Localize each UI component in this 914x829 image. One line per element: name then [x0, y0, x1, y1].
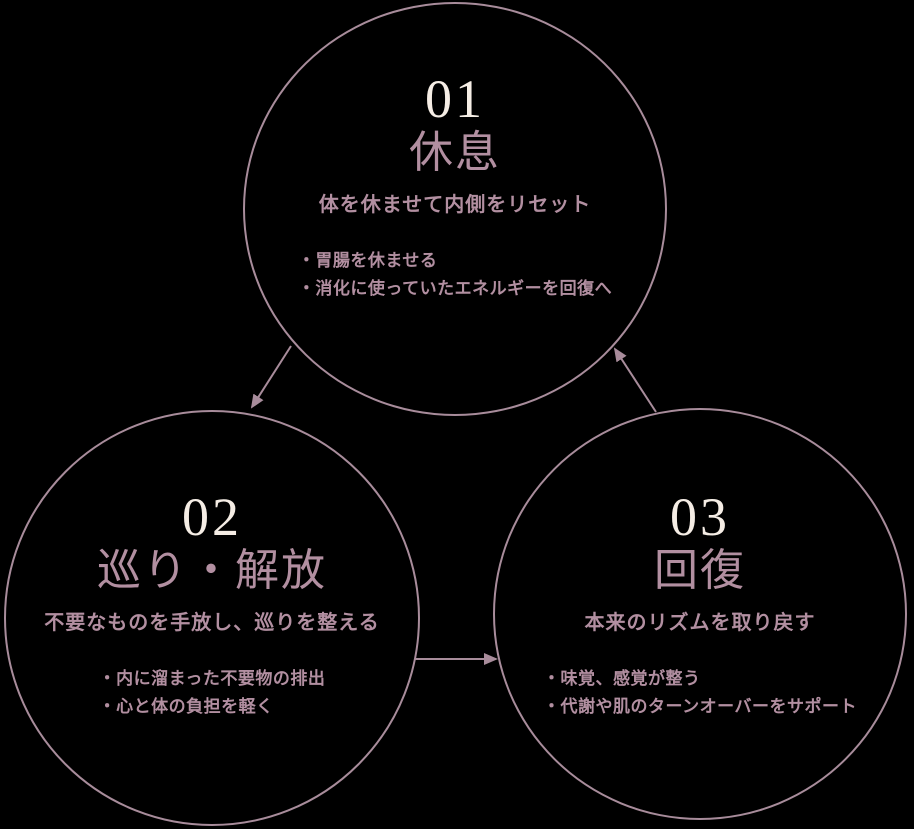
bullet-item: ・代謝や肌のターンオーバーをサポート: [543, 696, 857, 716]
step-number: 03: [670, 487, 730, 547]
step-circle-02: 02 巡り・解放 不要なものを手放し、巡りを整える ・内に溜まった不要物の排出 …: [4, 410, 420, 826]
step-subtitle: 不要なものを手放し、巡りを整える: [44, 611, 380, 634]
step-title: 巡り・解放: [97, 546, 327, 595]
step-bullet-list: ・胃腸を休ませる ・消化に使っていたエネルギーを回復へ: [298, 247, 612, 303]
step-subtitle: 体を休ませて内側をリセット: [318, 193, 592, 216]
step-circle-03: 03 回復 本来のリズムを取り戻す ・味覚、感覚が整う ・代謝や肌のターンオーバ…: [493, 408, 907, 820]
step-title: 休息: [409, 128, 501, 177]
arrow-step3-to-step1-icon: [613, 347, 657, 413]
bullet-item: ・心と体の負担を軽く: [98, 696, 274, 716]
step-subtitle: 本来のリズムを取り戻す: [584, 611, 816, 634]
bullet-item: ・胃腸を休ませる: [297, 250, 438, 270]
step-title: 回復: [654, 546, 746, 595]
step-bullet-list: ・内に溜まった不要物の排出 ・心と体の負担を軽く: [99, 665, 326, 721]
step-number: 02: [182, 487, 242, 547]
step-number: 01: [425, 69, 485, 129]
bullet-item: ・消化に使っていたエネルギーを回復へ: [297, 278, 613, 298]
step-circle-01: 01 休息 体を休ませて内側をリセット ・胃腸を休ませる ・消化に使っていたエネ…: [243, 2, 667, 416]
arrow-step1-to-step2-icon: [250, 345, 292, 409]
step-bullet-list: ・味覚、感覚が整う ・代謝や肌のターンオーバーをサポート: [543, 665, 857, 721]
bullet-item: ・内に溜まった不要物の排出: [98, 668, 326, 688]
bullet-item: ・味覚、感覚が整う: [543, 668, 701, 688]
